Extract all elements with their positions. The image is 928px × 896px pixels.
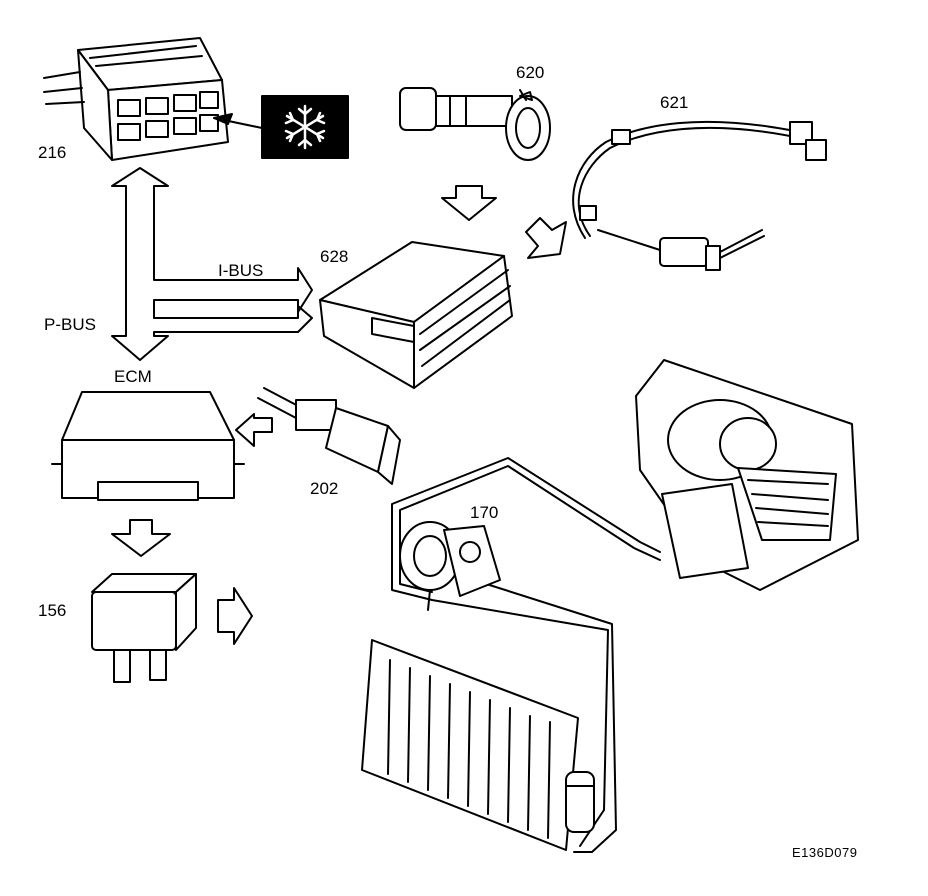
leader-620 [519,89,527,101]
bus-arrows [111,167,313,361]
arrow-202-to-ecm [235,413,273,447]
arrow-620-to-628 [441,185,497,221]
label-202: 202 [310,479,339,498]
snowflake-icon [284,104,326,150]
label-621: 621 [660,93,689,112]
label-i-bus: I-BUS [218,261,264,280]
sensor-621 [572,120,827,271]
ecm-module [51,391,245,501]
label-628: 628 [320,247,349,266]
label-p-bus: P-BUS [44,315,96,334]
label-156: 156 [38,601,67,620]
condenser-radiator [361,639,595,851]
sensor-620 [399,87,551,161]
label-170: 170 [470,503,499,522]
figure-code: E136D079 [792,845,858,860]
climate-control-unit-216 [43,37,229,161]
label-216: 216 [38,143,67,162]
pointer-arrowhead [213,113,233,125]
arrow-ecm-to-relay [111,519,171,557]
arrow-621-to-628 [525,217,567,259]
label-ecm: ECM [114,367,152,386]
label-620: 620 [516,63,545,82]
control-module-628 [319,241,513,389]
compressor-170 [399,521,501,611]
refrigerant-lines [391,457,661,853]
evaporator-housing [635,359,859,591]
temperature-sensor-202 [257,387,401,485]
relay-156 [91,573,197,683]
arrow-relay-output [217,587,253,645]
